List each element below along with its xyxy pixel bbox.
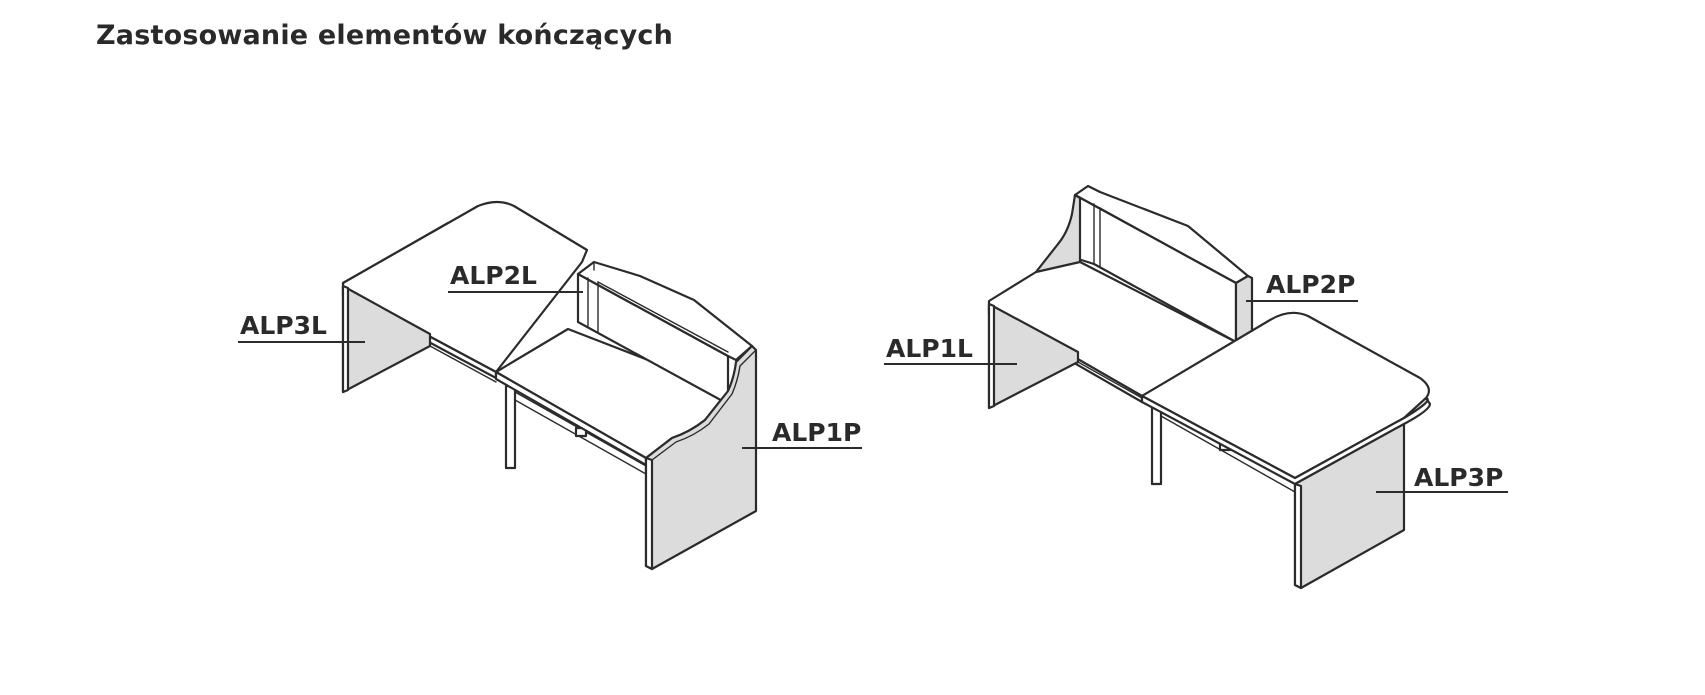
label-alp2l: ALP2L: [448, 261, 583, 293]
page-title: Zastosowanie elementów kończących: [96, 20, 674, 51]
label-alp2p-text: ALP2P: [1266, 270, 1355, 299]
label-alp1p-text: ALP1P: [772, 418, 861, 447]
label-alp1l: ALP1L: [884, 334, 1017, 365]
label-alp3p: ALP3P: [1376, 463, 1508, 493]
label-alp2p: ALP2P: [1246, 270, 1358, 302]
alp1p-curve-edge: [651, 349, 757, 461]
alp1l-panel-edge: [987, 302, 996, 410]
alp2p-end-panel: [1234, 274, 1254, 344]
label-alp3p-text: ALP3P: [1414, 463, 1503, 492]
right-frame-rail-right-2: [1160, 415, 1296, 493]
label-alp3l: ALP3L: [238, 311, 365, 343]
right-frame-rail-left: [1077, 361, 1143, 399]
left-desk-top: [341, 200, 589, 374]
label-alp1p: ALP1P: [742, 418, 862, 449]
label-alp1l-text: ALP1L: [886, 334, 973, 363]
right-desk-assembly: [987, 184, 1432, 590]
alp2l-shelf-line: [597, 281, 729, 353]
center-leg-left: [504, 384, 517, 470]
label-alp3l-text: ALP3L: [240, 311, 327, 340]
frame-rail-left: [429, 345, 497, 383]
alp2p-shelf-line: [1099, 207, 1237, 284]
alp2p-left-side: [1034, 193, 1082, 282]
alp1p-panel-edge: [644, 456, 654, 571]
alp3p-panel-edge: [1293, 482, 1303, 590]
alp3l-panel-edge: [341, 284, 350, 394]
alp2l-top-cap: [576, 260, 754, 362]
front-right-desk-top-edge: [1140, 394, 1432, 486]
alp1p-panel: [644, 344, 758, 571]
left-desk-assembly: [341, 200, 758, 571]
right-center-leg: [1150, 400, 1163, 486]
label-alp2l-text: ALP2L: [450, 261, 537, 290]
